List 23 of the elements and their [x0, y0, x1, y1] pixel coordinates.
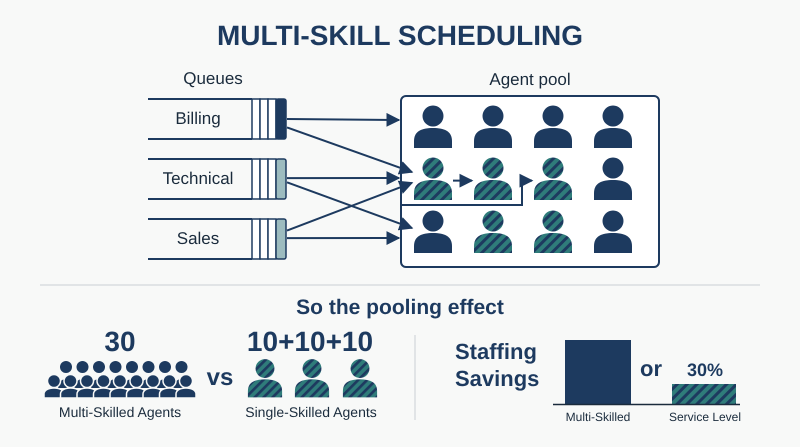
queue-label: Technical — [162, 169, 234, 189]
text-label: Single-Skilled Agents — [245, 404, 377, 420]
arrow — [287, 171, 400, 186]
text-label: Queues — [183, 69, 243, 89]
text-label: Staffing Savings — [455, 338, 540, 392]
text-label: or — [640, 356, 662, 382]
group-heading: Agent pool — [489, 70, 571, 90]
arrow — [400, 174, 534, 206]
text-label: Multi-Skilled Agents — [58, 404, 182, 420]
section-heading: So the pooling effect — [296, 296, 504, 320]
queue-label: Billing — [175, 109, 221, 129]
queue-label: Sales — [176, 229, 220, 249]
text-label: 30% — [686, 360, 724, 381]
arrow — [286, 126, 414, 174]
text-label: Multi-Skilled — [566, 410, 630, 424]
text-label: vs — [206, 364, 234, 392]
arrow — [453, 174, 474, 188]
arrow — [287, 231, 400, 246]
text-label: 10+10+10 — [246, 326, 374, 358]
text-label: Service Level — [668, 410, 742, 424]
arrow — [286, 112, 400, 127]
diagram-title: MULTI-SKILL SCHEDULING — [216, 20, 584, 52]
text-label: 30 — [104, 326, 136, 358]
